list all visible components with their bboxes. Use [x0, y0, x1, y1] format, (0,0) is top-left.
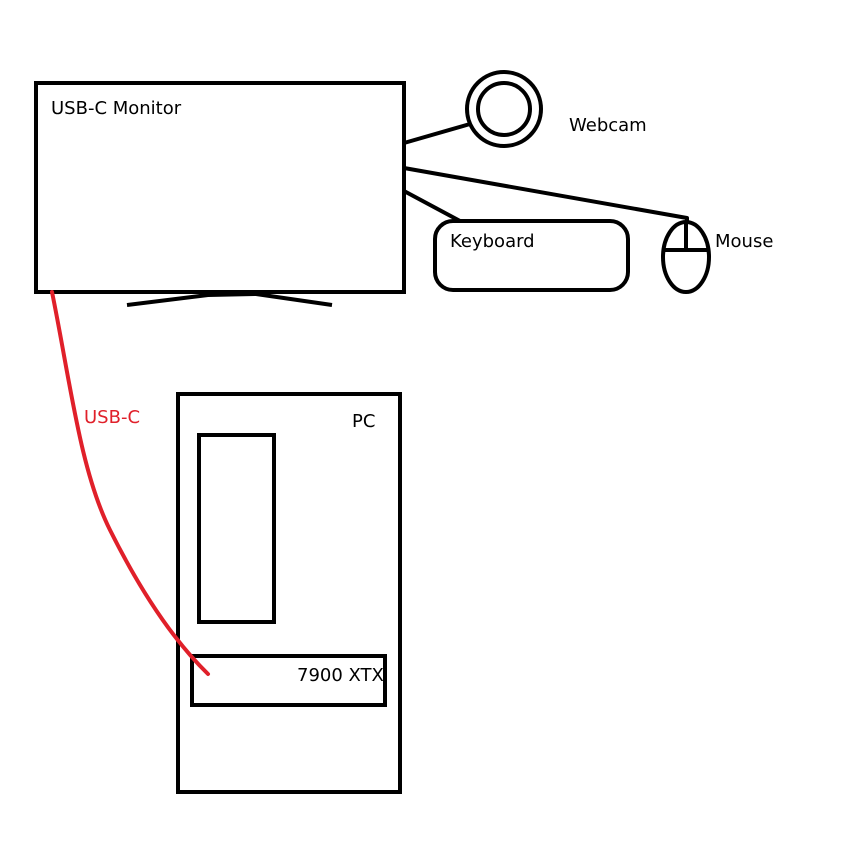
pc-label: PC	[352, 411, 375, 432]
webcam: Webcam	[403, 70, 647, 148]
keyboard-body	[433, 219, 630, 292]
usb-c-cable-label: USB-C	[84, 407, 140, 428]
keyboard: Keyboard	[403, 189, 630, 292]
mouse: Mouse	[661, 220, 773, 294]
webcam-cable	[403, 122, 471, 145]
monitor: USB-C Monitor	[34, 81, 406, 307]
keyboard-cable	[403, 189, 461, 223]
webcam-lens	[476, 81, 532, 137]
monitor-label: USB-C Monitor	[51, 98, 182, 119]
pc-drive-bay	[197, 433, 276, 624]
gpu-label: 7900 XTX	[297, 665, 384, 686]
pc-case-outline	[176, 392, 402, 794]
usb-c-cable-line	[50, 290, 210, 676]
monitor-stand	[126, 292, 333, 307]
mouse-label: Mouse	[715, 231, 773, 252]
keyboard-label: Keyboard	[450, 231, 535, 252]
webcam-outer-ring	[465, 70, 543, 148]
pc-case: PC 7900 XTX	[176, 392, 402, 794]
webcam-label: Webcam	[569, 115, 647, 136]
gpu-card	[190, 654, 387, 707]
usb-c-cable: USB-C	[50, 290, 210, 676]
monitor-screen	[34, 81, 406, 294]
